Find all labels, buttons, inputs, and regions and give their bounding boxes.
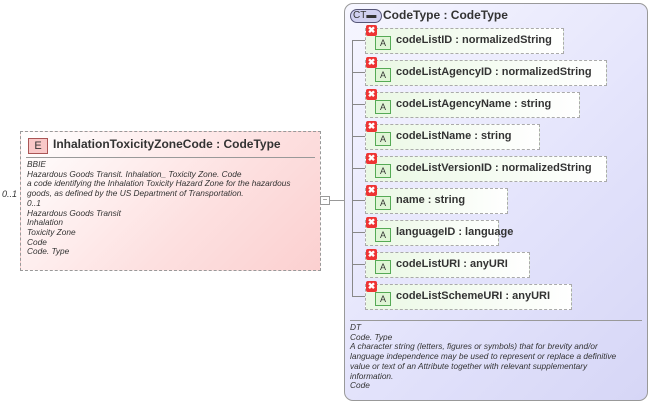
tree-branch	[352, 264, 365, 265]
optional-cross-icon: ✖	[366, 217, 377, 228]
tree-branch	[352, 296, 365, 297]
attribute-label: codeListURI : anyURI	[396, 258, 508, 270]
attribute-label: codeListAgencyID : normalizedString	[396, 66, 592, 78]
optional-cross-icon: ✖	[366, 25, 377, 36]
attribute-badge-icon: A	[375, 36, 391, 50]
description-line: goods, as defined by the US Department o…	[27, 188, 244, 199]
attribute-label: languageID : language	[396, 226, 514, 238]
description-line: Hazardous Goods Transit. Inhalation_ Tox…	[27, 168, 242, 179]
description-line: Toxicity Zone	[27, 226, 76, 237]
tree-branch	[352, 40, 365, 41]
tree-branch	[352, 200, 365, 201]
occurrence-label: 0..1	[2, 189, 18, 199]
attribute-badge-icon: A	[375, 68, 391, 82]
divider	[350, 320, 642, 321]
description-line: Code	[350, 380, 370, 391]
attribute-badge-icon: A	[375, 196, 391, 210]
description-line: language independence may be used to rep…	[350, 351, 617, 362]
attribute-badge-icon: A	[375, 292, 391, 306]
description-line: Inhalation	[27, 217, 63, 228]
description-line: a code identifying the Inhalation Toxici…	[27, 178, 291, 189]
description-line: A character string (letters, figures or …	[350, 341, 598, 352]
element-badge-icon: E	[28, 138, 48, 154]
connector-line	[329, 200, 345, 201]
tree-branch	[352, 136, 365, 137]
description-line: DT	[350, 322, 362, 332]
optional-cross-icon: ✖	[366, 281, 377, 292]
description-line: Code. Type	[350, 331, 393, 342]
optional-cross-icon: ✖	[366, 57, 377, 68]
description-line: information.	[350, 370, 394, 381]
description-line: value or text of an Attribute together w…	[350, 360, 588, 371]
element-title: InhalationToxicityZoneCode : CodeType	[53, 137, 281, 151]
description-line: BBIE	[27, 159, 46, 169]
optional-cross-icon: ✖	[366, 185, 377, 196]
attribute-badge-icon: A	[375, 164, 391, 178]
tree-branch	[352, 104, 365, 105]
attribute-label: codeListAgencyName : string	[396, 98, 552, 110]
description-line: Code. Type	[27, 246, 70, 257]
divider	[26, 157, 315, 158]
attribute-label: codeListSchemeURI : anyURI	[396, 290, 551, 302]
attribute-label: codeListName : string	[396, 130, 512, 142]
optional-cross-icon: ✖	[366, 89, 377, 100]
description-line: Code	[27, 236, 47, 247]
attribute-label: codeListVersionID : normalizedString	[396, 162, 592, 174]
attribute-badge-icon: A	[375, 100, 391, 114]
attribute-badge-icon: A	[375, 132, 391, 146]
description-line: Hazardous Goods Transit	[27, 207, 121, 218]
tree-branch	[352, 72, 365, 73]
attribute-badge-icon: A	[375, 228, 391, 242]
tree-branch	[352, 232, 365, 233]
description-line: 0..1	[27, 197, 41, 208]
attribute-badge-icon: A	[375, 260, 391, 274]
attribute-label: codeListID : normalizedString	[396, 34, 552, 46]
complex-type-badge-icon: CT▬	[350, 9, 382, 23]
complex-type-title: CodeType : CodeType	[383, 8, 508, 22]
optional-cross-icon: ✖	[366, 249, 377, 260]
element-box[interactable]: E InhalationToxicityZoneCode : CodeType …	[20, 131, 321, 271]
optional-cross-icon: ✖	[366, 121, 377, 132]
optional-cross-icon: ✖	[366, 153, 377, 164]
tree-branch	[352, 168, 365, 169]
attribute-label: name : string	[396, 194, 466, 206]
